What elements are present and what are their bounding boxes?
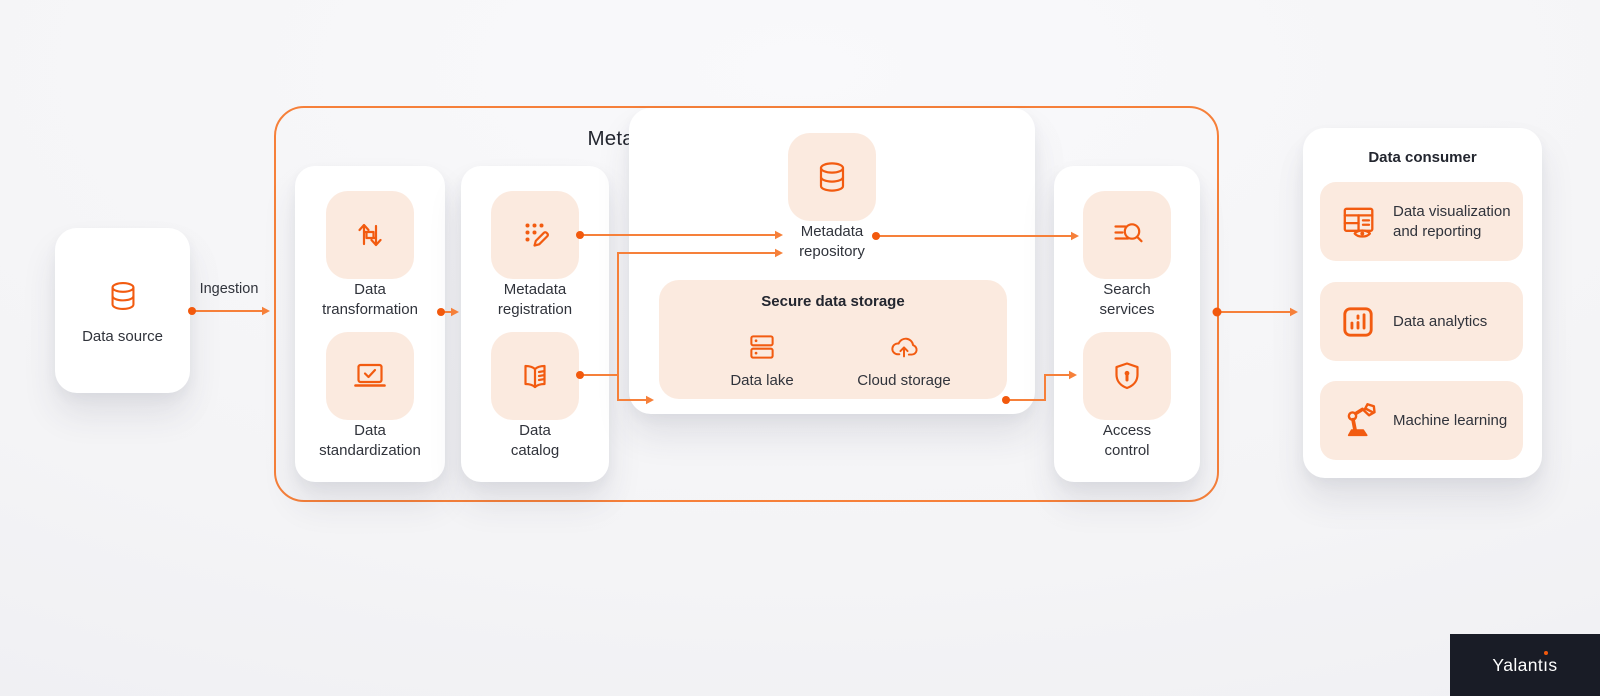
data-transformation-label: Data transformation [322, 281, 418, 318]
transformation-column-card: Data transformation Data standardization [295, 166, 445, 482]
transform-arrows-icon [350, 215, 390, 255]
cloud-storage-item: Cloud storage [834, 330, 974, 391]
database-icon [104, 277, 142, 315]
data-lake-label: Data lake [730, 372, 794, 389]
data-analytics-label: Data analytics [1393, 312, 1488, 330]
access-control-node [1083, 332, 1171, 420]
services-column-card: Search services Access control [1054, 166, 1200, 482]
laptop-check-icon [350, 356, 390, 396]
data-lake-item: Data lake [692, 330, 832, 391]
data-consumer-card: Data consumer Data visualization and rep… [1303, 128, 1542, 478]
shield-lock-icon [1107, 356, 1147, 396]
repository-storage-card: Metadata repository Secure data storage … [629, 108, 1035, 414]
data-analytics-item: Data analytics [1320, 282, 1523, 361]
access-control-label: Access control [1102, 422, 1152, 459]
secure-data-storage-panel: Secure data storage Data lake [659, 280, 1007, 399]
ingestion-label: Ingestion [199, 281, 259, 297]
data-visualization-label: Data visualization and reporting [1393, 203, 1511, 240]
dashboard-eye-icon [1336, 200, 1380, 244]
data-catalog-node [491, 332, 579, 420]
metadata-registration-label: Metadata registration [497, 281, 573, 318]
data-catalog-label: Data catalog [510, 422, 560, 459]
open-book-icon [515, 356, 555, 396]
bar-chart-icon [1336, 300, 1380, 344]
search-services-node [1083, 191, 1171, 279]
metadata-repository-node [788, 133, 876, 221]
yalantis-logo-text: Yalantıs [1492, 654, 1558, 675]
database-icon [812, 157, 852, 197]
metadata-registration-node [491, 191, 579, 279]
search-list-icon [1107, 215, 1147, 255]
cloud-storage-label: Cloud storage [857, 372, 951, 389]
machine-learning-item: Machine learning [1320, 381, 1523, 460]
metadata-repository-label: Metadata repository [799, 223, 865, 260]
data-standardization-node [326, 332, 414, 420]
robot-arm-icon [1336, 399, 1380, 443]
server-stack-icon [745, 330, 779, 364]
data-standardization-label: Data standardization [319, 422, 421, 459]
data-visualization-item: Data visualization and reporting [1320, 182, 1523, 261]
registration-column-card: Metadata registration Data catalog [461, 166, 609, 482]
machine-learning-label: Machine learning [1393, 411, 1508, 429]
data-consumer-title: Data consumer [1368, 149, 1477, 166]
data-transformation-node [326, 191, 414, 279]
metadata-framework-box: Metadata management framework Data trans… [274, 106, 1219, 502]
yalantis-logo: Yalantıs [1450, 634, 1600, 696]
dots-pencil-icon [515, 215, 555, 255]
secure-storage-title: Secure data storage [761, 293, 905, 310]
search-services-label: Search services [1099, 281, 1155, 318]
data-source-label: Data source [82, 327, 163, 345]
cloud-upload-icon [886, 330, 922, 364]
data-source-card: Data source [55, 228, 190, 393]
